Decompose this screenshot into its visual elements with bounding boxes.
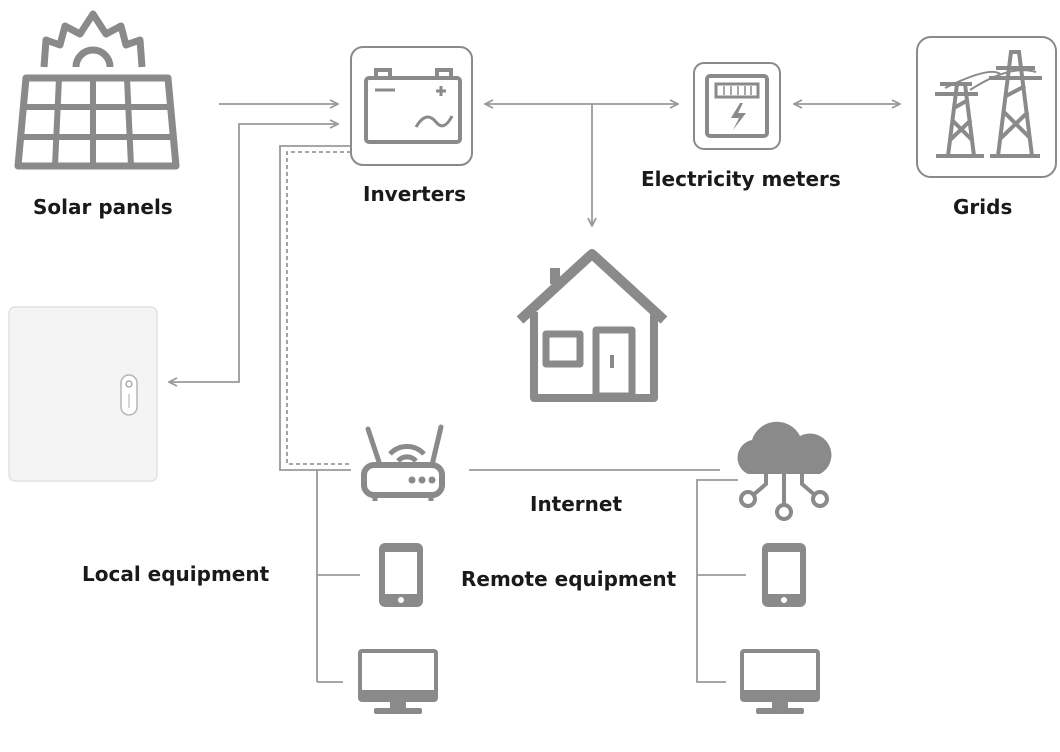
power-grid-icon [916, 36, 1057, 178]
inverters-label: Inverters [363, 182, 467, 206]
connector-lines [169, 104, 900, 683]
solar-panels-label: Solar panels [33, 195, 173, 219]
remote-equipment-label: Remote equipment [461, 567, 679, 591]
electricity-meters-label: Electricity meters [641, 167, 841, 191]
house-icon [516, 249, 668, 402]
electricity-meter-icon [693, 62, 781, 150]
local-phone-icon [379, 543, 423, 607]
remote-monitor-icon [740, 649, 820, 714]
remote-phone-icon [762, 543, 806, 607]
battery-storage-icon [8, 306, 158, 482]
router-icon [361, 424, 445, 501]
cloud-icon [737, 421, 832, 521]
local-equipment-label: Local equipment [82, 562, 270, 586]
solar-panel-icon [14, 10, 180, 170]
internet-label: Internet [530, 492, 623, 516]
local-monitor-icon [358, 649, 438, 714]
grids-label: Grids [953, 195, 1013, 219]
inverter-icon [350, 46, 473, 166]
